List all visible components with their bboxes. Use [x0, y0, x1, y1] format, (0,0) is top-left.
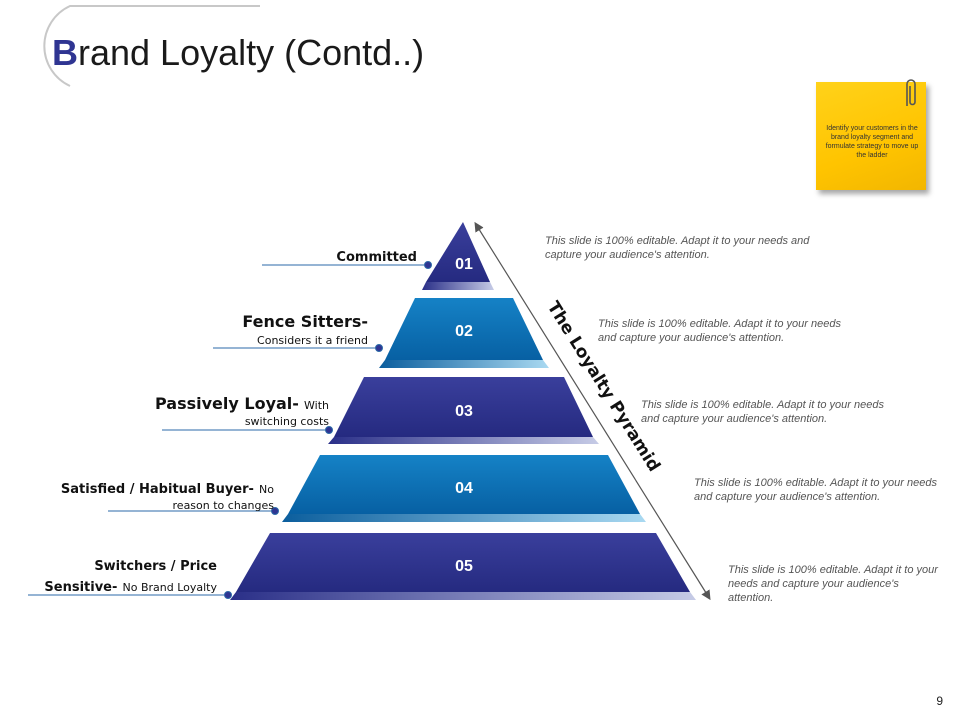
tier-description-02: This slide is 100% editable. Adapt it to… — [598, 318, 841, 344]
page-number: 9 — [936, 694, 943, 708]
leader-dot-05 — [224, 591, 232, 599]
pyramid-tier-02-base — [379, 360, 549, 368]
leader-dot-02 — [375, 344, 383, 352]
tier-label-04-sub: reason to changes — [172, 499, 274, 512]
sticky-note: Identify your customers in the brand loy… — [816, 79, 928, 194]
pyramid-axis-arrow — [474, 221, 711, 601]
tier-description-04: This slide is 100% editable. Adapt it to… — [694, 477, 937, 503]
pyramid-tier-05-base — [230, 592, 696, 600]
tier-label-04: Satisfied / Habitual Buyer- No reason to… — [61, 478, 274, 512]
tier-number-04: 04 — [455, 480, 473, 497]
leader-dot-04 — [271, 507, 279, 515]
tier-label-04-sub-inline: No — [259, 483, 274, 496]
tier-number-03: 03 — [455, 403, 473, 420]
tier-label-03-main: Passively Loyal- — [154, 394, 299, 413]
tier-label-05: Switchers / Price Sensitive- No Brand Lo… — [44, 559, 217, 595]
tier-description-05: This slide is 100% editable. Adapt it to… — [728, 564, 938, 604]
tier-number-05: 05 — [455, 558, 473, 575]
tier-label-05-sub-inline: No Brand Loyalty — [122, 581, 217, 594]
tier-label-01-main: Committed — [336, 250, 417, 265]
tier-label-02-main: Fence Sitters- — [242, 312, 368, 331]
tier-number-01: 01 — [455, 256, 473, 273]
tier-label-01: Committed — [336, 246, 417, 265]
tier-description-01: This slide is 100% editable. Adapt it to… — [545, 235, 810, 261]
title-rest: rand Loyalty (Contd..) — [78, 32, 425, 73]
paperclip-icon — [906, 79, 916, 106]
pyramid-tier-03-base — [328, 437, 599, 444]
leader-dot-01 — [424, 261, 432, 269]
tier-label-02-sub: Considers it a friend — [257, 334, 368, 347]
pyramid-tier-04-base — [282, 514, 646, 522]
page-title: Brand Loyalty (Contd..) — [52, 32, 424, 74]
title-decoration-arc — [43, 5, 260, 87]
tier-label-03: Passively Loyal- With switching costs — [155, 394, 329, 428]
leader-dot-03 — [325, 426, 333, 434]
tier-label-02: Fence Sitters- Considers it a friend — [242, 312, 368, 347]
pyramid-tier-01-base — [422, 282, 494, 290]
sticky-note-text: Identify your customers in the brand loy… — [825, 125, 919, 159]
pyramid-tier-01 — [426, 222, 490, 282]
tier-label-03-sub: switching costs — [244, 415, 329, 428]
tier-label-05-main-line1: Switchers / Price — [94, 559, 217, 574]
tier-label-05-main: Sensitive- — [44, 580, 118, 595]
tier-label-04-main: Satisfied / Habitual Buyer- — [60, 482, 254, 497]
tier-number-02: 02 — [455, 323, 473, 340]
title-first-letter: B — [52, 32, 78, 73]
tier-description-03: This slide is 100% editable. Adapt it to… — [641, 399, 884, 425]
tier-label-03-sub-inline: With — [304, 399, 329, 412]
